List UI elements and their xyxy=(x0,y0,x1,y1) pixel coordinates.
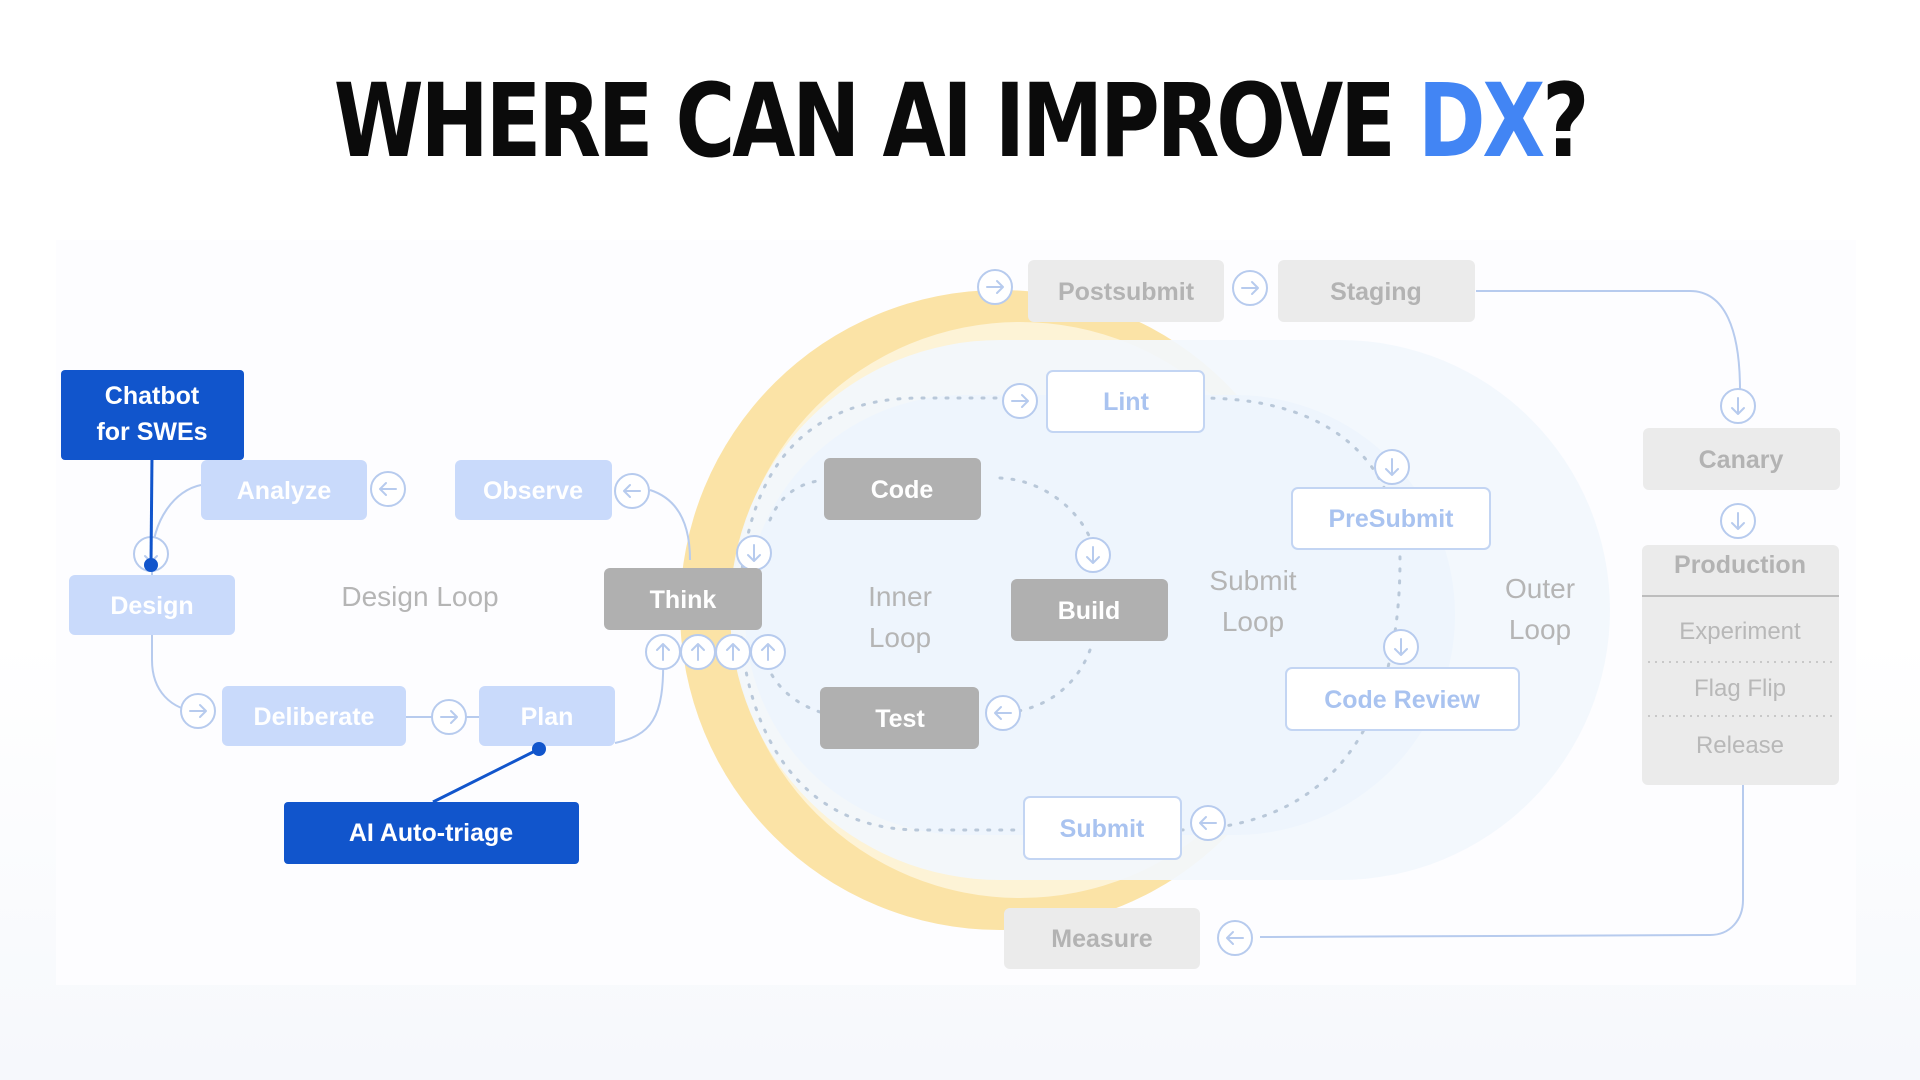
inner-loop-label-line1: Inner xyxy=(868,581,932,612)
production-item-flag-flip: Flag Flip xyxy=(1694,675,1786,702)
node-measure: Measure xyxy=(1004,908,1200,969)
node-code: Code xyxy=(824,458,981,520)
design-loop-label: Design Loop xyxy=(341,581,498,612)
callout-chatbot-line1: Chatbot xyxy=(105,382,200,410)
inner-loop-dotted-path xyxy=(758,476,1097,715)
auto-triage-pointer xyxy=(432,747,540,804)
node-measure-label: Measure xyxy=(1051,925,1153,953)
title-accent: DX xyxy=(1417,62,1545,181)
node-plan: Plan xyxy=(479,686,615,746)
node-think: Think xyxy=(604,568,762,630)
connector-staging-canary xyxy=(1476,290,1741,391)
submit-loop-label-line1: Submit xyxy=(1209,565,1296,596)
node-lint: Lint xyxy=(1046,370,1205,433)
node-design-label: Design xyxy=(110,592,193,620)
callout-auto-triage-label: AI Auto-triage xyxy=(349,819,513,847)
node-deliberate-label: Deliberate xyxy=(254,703,375,731)
production-item-release: Release xyxy=(1696,732,1784,759)
submit-loop-dotted-path xyxy=(738,396,1402,832)
inner-loop-label-line2: Loop xyxy=(869,622,931,653)
node-presubmit-label: PreSubmit xyxy=(1328,505,1454,533)
node-submit: Submit xyxy=(1023,796,1182,860)
node-observe-label: Observe xyxy=(483,477,583,505)
node-code-review: Code Review xyxy=(1285,667,1520,731)
title-main: WHERE CAN AI IMPROVE xyxy=(333,62,1418,181)
outer-loop-label-line1: Outer xyxy=(1505,573,1575,604)
node-plan-label: Plan xyxy=(521,703,574,731)
node-staging-label: Staging xyxy=(1330,278,1422,306)
node-lint-label: Lint xyxy=(1103,388,1149,416)
node-production: Production Experiment Flag Flip Release xyxy=(1642,545,1839,785)
title-suffix: ? xyxy=(1542,62,1589,181)
node-canary: Canary xyxy=(1643,428,1840,490)
chatbot-pointer xyxy=(149,454,154,565)
node-think-label: Think xyxy=(650,586,717,614)
node-presubmit: PreSubmit xyxy=(1291,487,1491,550)
submit-loop-label-line2: Loop xyxy=(1222,606,1284,637)
callout-auto-triage: AI Auto-triage xyxy=(284,802,579,864)
node-build: Build xyxy=(1011,579,1168,641)
node-analyze-label: Analyze xyxy=(237,477,332,505)
node-deliberate: Deliberate xyxy=(222,686,406,746)
node-code-review-label: Code Review xyxy=(1324,686,1480,714)
production-item-experiment: Experiment xyxy=(1679,618,1801,645)
outer-loop-label-line2: Loop xyxy=(1509,614,1571,645)
node-staging: Staging xyxy=(1278,260,1475,322)
node-canary-label: Canary xyxy=(1699,446,1784,474)
node-analyze: Analyze xyxy=(201,460,367,520)
node-code-label: Code xyxy=(871,476,934,504)
callout-chatbot: Chatbot for SWEs xyxy=(61,370,244,460)
node-postsubmit: Postsubmit xyxy=(1028,260,1224,322)
node-test-label: Test xyxy=(875,705,925,733)
node-test: Test xyxy=(820,687,979,749)
node-postsubmit-label: Postsubmit xyxy=(1058,278,1195,306)
node-observe: Observe xyxy=(455,460,612,520)
callout-chatbot-line2: for SWEs xyxy=(96,418,207,446)
node-production-header: Production xyxy=(1674,551,1806,579)
slide-title: WHERE CAN AI IMPROVE DX? xyxy=(192,62,1728,181)
connector-production-measure xyxy=(1259,785,1744,938)
node-submit-label: Submit xyxy=(1060,815,1145,843)
node-design: Design xyxy=(69,575,235,635)
node-build-label: Build xyxy=(1058,597,1121,625)
